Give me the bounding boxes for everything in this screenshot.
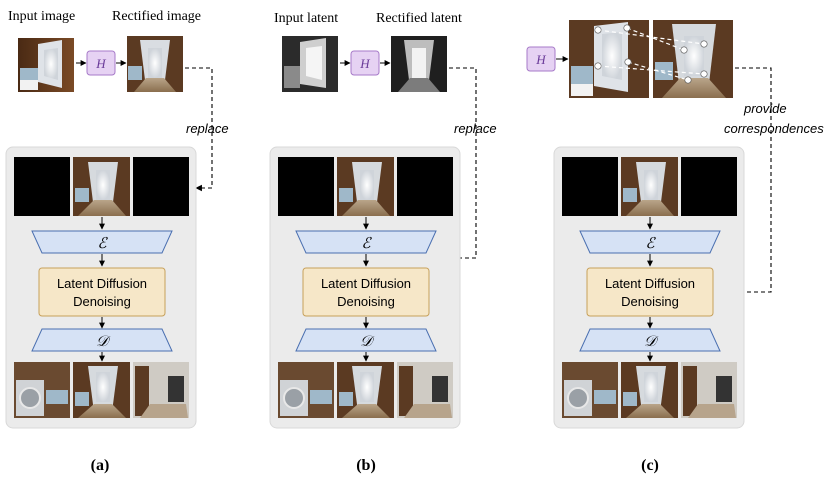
replace-label: replace bbox=[186, 121, 229, 136]
diffusion-label-line1: Latent Diffusion bbox=[321, 276, 411, 291]
homography-symbol: H bbox=[359, 56, 370, 71]
black-frame-right bbox=[133, 157, 189, 216]
decoder-symbol: 𝒟 bbox=[360, 334, 375, 350]
black-frame-right bbox=[397, 157, 453, 216]
rectified-latent-thumbnail bbox=[391, 36, 447, 92]
replace-dashed-arrow bbox=[368, 67, 477, 262]
encoder-symbol: ℰ bbox=[97, 236, 108, 252]
output-frame-center bbox=[621, 362, 678, 418]
replace-label: replace bbox=[454, 121, 497, 136]
rectified-latent-label: Rectified latent bbox=[376, 11, 462, 26]
caption-c: (c) bbox=[641, 457, 659, 474]
homography-box bbox=[526, 46, 556, 72]
input-latent-thumbnail bbox=[282, 36, 338, 92]
encoder-block bbox=[295, 230, 437, 254]
correspondence-points bbox=[594, 24, 708, 84]
decoder-symbol: 𝒟 bbox=[644, 334, 659, 350]
rectified-image-label: Rectified image bbox=[112, 9, 201, 24]
encoder-symbol: ℰ bbox=[361, 236, 372, 252]
homography-symbol: H bbox=[535, 52, 546, 67]
panel-a: Input image Rectified image H replace bbox=[5, 9, 229, 474]
encoder-block bbox=[31, 230, 173, 254]
center-frame-image bbox=[337, 157, 394, 216]
output-frame-right bbox=[681, 362, 737, 418]
output-frame-left bbox=[278, 362, 334, 418]
center-frame-image bbox=[73, 157, 130, 216]
black-frame-right bbox=[681, 157, 737, 216]
provide-label: provide bbox=[743, 101, 787, 116]
correspondence-image-left bbox=[569, 20, 649, 98]
black-frame-left bbox=[14, 157, 70, 216]
correspondence-image-right bbox=[653, 20, 733, 98]
correspondences-label: correspondences bbox=[724, 121, 824, 136]
diffusion-block bbox=[586, 267, 714, 317]
diffusion-label-line2: Denoising bbox=[73, 294, 131, 309]
output-frame-left bbox=[14, 362, 70, 418]
input-image-label: Input image bbox=[8, 9, 75, 24]
diffusion-label-line1: Latent Diffusion bbox=[605, 276, 695, 291]
diffusion-label-line2: Denoising bbox=[337, 294, 395, 309]
caption-a: (a) bbox=[91, 457, 110, 474]
output-frame-right bbox=[133, 362, 189, 418]
encoder-block bbox=[579, 230, 721, 254]
black-frame-left bbox=[278, 157, 334, 216]
homography-symbol: H bbox=[95, 56, 106, 71]
panel-c: H bbox=[526, 20, 824, 474]
diffusion-block bbox=[302, 267, 430, 317]
homography-box bbox=[350, 50, 380, 76]
decoder-symbol: 𝒟 bbox=[96, 334, 111, 350]
output-frame-center bbox=[337, 362, 394, 418]
diffusion-block bbox=[38, 267, 166, 317]
center-frame-image bbox=[621, 157, 678, 216]
output-frame-center bbox=[73, 362, 130, 418]
output-frame-left bbox=[562, 362, 618, 418]
decoder-block bbox=[579, 328, 721, 352]
diffusion-label-line2: Denoising bbox=[621, 294, 679, 309]
correspondence-lines bbox=[597, 27, 705, 81]
encoder-symbol: ℰ bbox=[645, 236, 656, 252]
panel-b: Input latent Rectified latent H replace bbox=[269, 11, 497, 474]
rectified-image-thumbnail bbox=[127, 36, 183, 92]
caption-b: (b) bbox=[356, 457, 376, 474]
black-frame-left bbox=[562, 157, 618, 216]
input-image-thumbnail bbox=[18, 38, 74, 92]
correspondence-dashed-arrow bbox=[718, 67, 772, 296]
replace-dashed-arrow bbox=[185, 67, 213, 192]
output-frame-right bbox=[397, 362, 453, 418]
input-latent-label: Input latent bbox=[274, 11, 338, 26]
decoder-block bbox=[295, 328, 437, 352]
diffusion-label-line1: Latent Diffusion bbox=[57, 276, 147, 291]
decoder-block bbox=[31, 328, 173, 352]
homography-box bbox=[86, 50, 116, 76]
